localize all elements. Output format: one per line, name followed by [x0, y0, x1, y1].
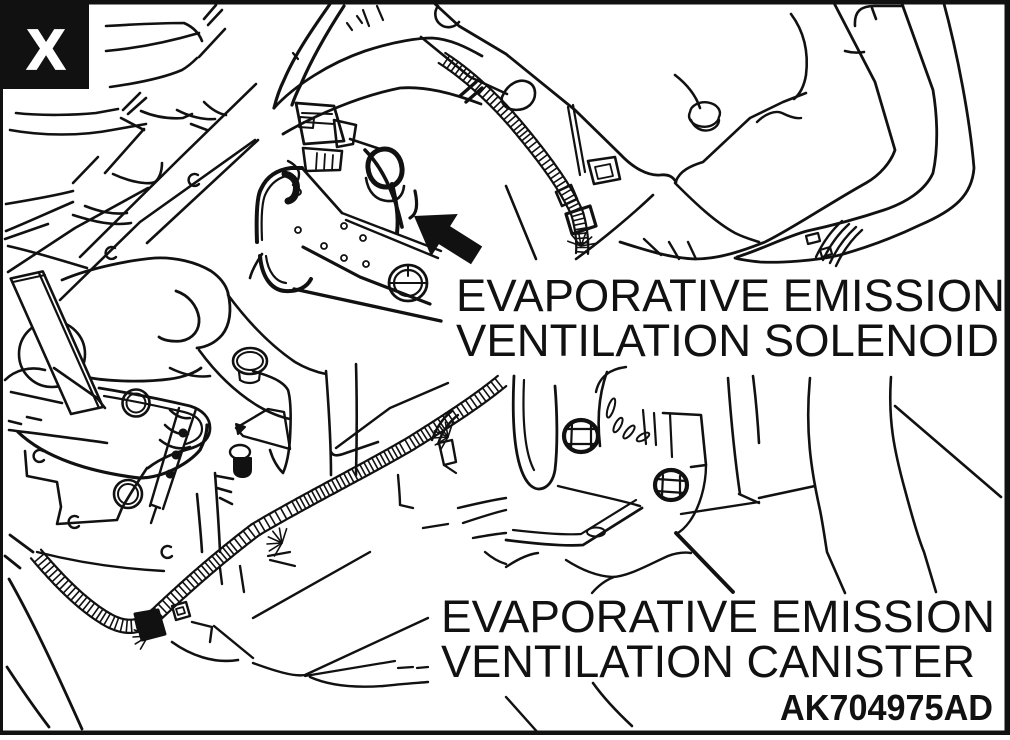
svg-text:EVAPORATIVE EMISSION: EVAPORATIVE EMISSION: [456, 270, 1005, 321]
svg-text:VENTILATION SOLENOID: VENTILATION SOLENOID: [456, 315, 999, 366]
svg-text:EVAPORATIVE EMISSION: EVAPORATIVE EMISSION: [441, 591, 995, 642]
svg-text:AK704975AD: AK704975AD: [780, 687, 993, 728]
svg-text:VENTILATION CANISTER: VENTILATION CANISTER: [441, 636, 975, 687]
svg-text:X: X: [27, 18, 65, 82]
